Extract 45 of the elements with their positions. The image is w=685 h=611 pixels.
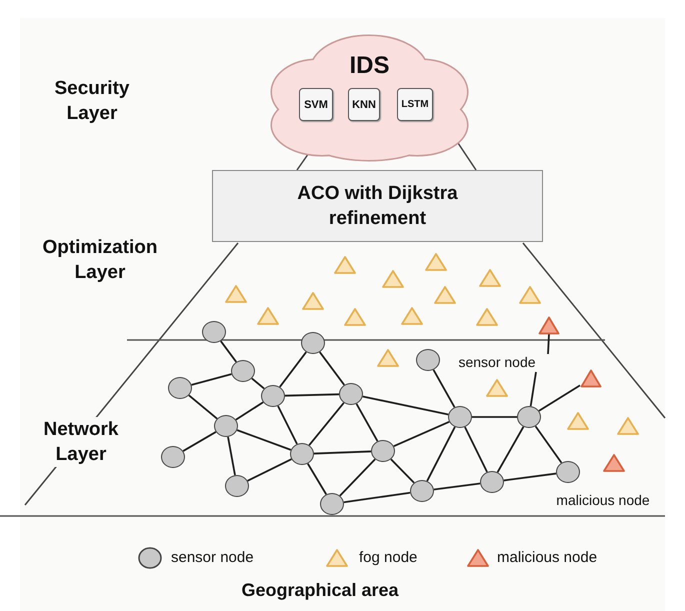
leader-line <box>547 334 550 354</box>
network-link <box>188 394 218 420</box>
network-link <box>362 396 448 416</box>
network-link <box>308 402 344 446</box>
legend-label: sensor node <box>171 549 254 566</box>
network-link <box>472 416 517 418</box>
leader-line <box>530 372 537 406</box>
network-link <box>182 431 216 452</box>
cloud-title: IDS <box>348 52 390 80</box>
network-link <box>496 426 524 473</box>
network-link <box>504 472 556 482</box>
network-link <box>284 393 340 397</box>
model-box: LSTM <box>397 88 433 121</box>
network-link <box>464 426 488 472</box>
annotation-label: malicious node <box>555 491 651 510</box>
malicious-node-triangle <box>580 369 602 388</box>
network-link <box>191 373 232 386</box>
network-link <box>227 436 236 476</box>
network-link <box>393 420 450 448</box>
model-box: KNN <box>348 88 380 121</box>
network-link <box>251 378 265 390</box>
network-link <box>339 458 376 496</box>
network-link <box>390 458 415 484</box>
legend-label: fog node <box>359 549 418 566</box>
node-label: sensor node <box>450 354 544 372</box>
network-link <box>432 369 456 408</box>
network-link <box>314 450 372 454</box>
network-link <box>344 492 410 504</box>
legend-label: malicious node <box>497 549 598 566</box>
network-link <box>236 429 292 451</box>
network-link <box>279 352 307 388</box>
network-link <box>235 402 264 420</box>
network-link <box>434 482 480 490</box>
network-link <box>277 406 298 444</box>
network-link <box>319 352 345 386</box>
network-link <box>356 403 378 442</box>
network-link <box>220 340 237 362</box>
network-link <box>426 426 456 482</box>
network-link <box>534 426 562 464</box>
network-link <box>247 458 292 482</box>
process-box: ACO with Dijkstra refinement <box>212 170 543 242</box>
network-link <box>307 463 327 495</box>
model-box: SVM <box>299 88 333 121</box>
malicious-node-triangle <box>538 316 560 335</box>
network-link <box>538 384 580 412</box>
